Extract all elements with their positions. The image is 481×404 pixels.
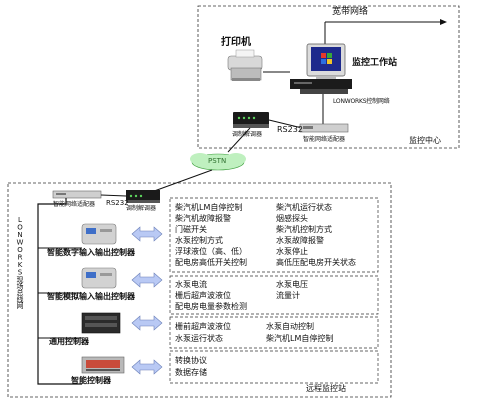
panel1-item: 水泵故障报警 xyxy=(276,236,324,245)
panel1-item: 柴汽机故障报警 xyxy=(175,214,231,223)
device-label-general: 通用控制器 xyxy=(49,337,89,346)
workstation-icon xyxy=(290,43,352,94)
panel1-item: 柴汽机LM自停控制 xyxy=(175,203,243,212)
panel1-item: 高低压配电房开关状态 xyxy=(276,258,356,267)
modem-icon-top xyxy=(233,112,269,128)
panel4-item: 转换协议 xyxy=(175,356,207,365)
pstn-label: PSTN xyxy=(208,157,227,165)
panel1-item: 柴汽机运行状态 xyxy=(276,203,332,212)
panel3-item: 水泵自动控制 xyxy=(266,322,314,331)
analog-io-controller-icon xyxy=(81,267,117,289)
panel4-item: 数据存储 xyxy=(175,368,207,377)
signal-panel-2 xyxy=(169,275,379,315)
device-label-digital-io: 智能数字输入输出控制器 xyxy=(47,248,135,257)
rs232-link-top xyxy=(268,119,303,129)
printer-label: 打印机 xyxy=(221,37,251,48)
digital-io-controller-icon xyxy=(81,223,117,245)
smart-controller-icon xyxy=(81,356,125,374)
modem-label-remote: 调制解调器 xyxy=(126,205,157,212)
panel3-item: 水泵运行状态 xyxy=(175,334,223,343)
panel2-item: 配电房电量参数检测 xyxy=(175,302,247,311)
panel2-item: 流量计 xyxy=(276,291,300,300)
double-arrow-icon xyxy=(131,315,163,331)
device-label-smart: 智能控制器 xyxy=(71,376,111,385)
monitor-center-label: 监控中心 xyxy=(409,136,441,145)
double-arrow-icon xyxy=(131,272,163,288)
panel1-item: 配电房高低开关控制 xyxy=(175,258,247,267)
router-label-top: 智能网络适配器 xyxy=(303,136,346,143)
panel1-item: 浮球液位（高、低） xyxy=(175,247,247,256)
panel1-item: 烟感探头 xyxy=(276,214,308,223)
modem-label-top: 调制解调器 xyxy=(232,131,263,138)
panel2-item: 栅后超声波液位 xyxy=(175,291,231,300)
panel1-item: 水泵停止 xyxy=(276,247,308,256)
broadband-label: 宽带网络 xyxy=(332,7,369,17)
monitor-center-frame xyxy=(197,5,460,149)
signal-panel-1 xyxy=(169,197,379,273)
modem-icon-remote xyxy=(126,190,160,203)
double-arrow-icon xyxy=(131,226,163,242)
double-arrow-icon xyxy=(131,359,163,375)
signal-panel-3 xyxy=(169,316,379,349)
panel1-item: 水泵控制方式 xyxy=(175,236,223,245)
panel3-item: 柴汽机LM自停控制 xyxy=(266,334,334,343)
rs232-label-top: RS232 xyxy=(277,125,303,134)
pstn-cloud-icon xyxy=(190,153,246,171)
remote-station-frame xyxy=(7,182,392,398)
arrow-head-icon xyxy=(440,19,447,25)
router-icon-top xyxy=(299,123,349,133)
lonworks-bus-label: LONWORKS现场总线网 xyxy=(16,216,24,309)
modem-to-pstn-link xyxy=(227,127,251,153)
rs232-link-remote xyxy=(100,194,127,197)
panel1-item: 柴汽机控制方式 xyxy=(276,225,332,234)
panel2-item: 水泵电流 xyxy=(175,280,207,289)
printer-icon xyxy=(227,49,263,81)
lonworks-card-label: LONWORKS控制网络 xyxy=(333,98,390,105)
lonworks-bus-line xyxy=(37,198,82,385)
remote-station-label: 远程监控站 xyxy=(306,384,346,393)
general-controller-icon xyxy=(81,312,121,334)
device-label-analog-io: 智能模拟输入输出控制器 xyxy=(47,292,135,301)
workstation-label: 监控工作站 xyxy=(352,58,398,68)
panel2-item: 水泵电压 xyxy=(276,280,308,289)
rs232-label-remote: RS232 xyxy=(106,199,129,207)
panel1-item: 门磁开关 xyxy=(175,225,207,234)
panel3-item: 栅前超声波液位 xyxy=(175,322,231,331)
router-icon-remote xyxy=(52,190,102,199)
router-label-remote: 智能网络适配器 xyxy=(53,201,96,208)
